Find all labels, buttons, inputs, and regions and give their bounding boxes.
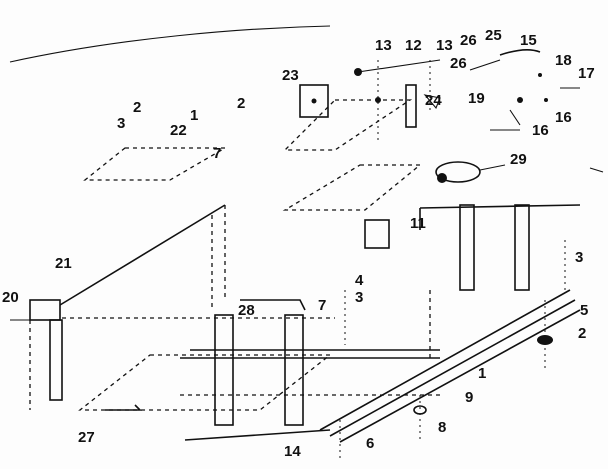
label: 16 <box>555 109 572 126</box>
sheet-edge-right <box>589 167 604 173</box>
label: 25 <box>485 27 502 44</box>
clip-28 <box>240 299 306 311</box>
label: 3 <box>117 115 125 132</box>
upper-panel-right <box>283 99 413 151</box>
label: 26 <box>450 55 467 72</box>
label: 14 <box>284 443 301 460</box>
label: 19 <box>468 90 485 107</box>
label: 2 <box>133 99 141 116</box>
arrow-part <box>105 404 142 411</box>
label: 28 <box>238 302 255 319</box>
fasteners <box>339 240 566 460</box>
label: 6 <box>366 435 374 452</box>
label: 11 <box>410 215 426 232</box>
label: 22 <box>170 122 187 139</box>
sheet-edge <box>9 25 331 63</box>
label: 1 <box>190 107 198 124</box>
label: 12 <box>405 37 422 54</box>
upright-posts <box>214 204 581 426</box>
label: 13 <box>436 37 453 54</box>
label: 7 <box>318 297 326 314</box>
label: 1 <box>478 365 486 382</box>
label: 9 <box>465 389 473 406</box>
label: 3 <box>575 249 583 266</box>
label: 29 <box>510 151 527 168</box>
label: 23 <box>282 67 299 84</box>
label: 24 <box>425 92 442 109</box>
label: 17 <box>578 65 595 82</box>
label: 13 <box>375 37 392 54</box>
floor-panel <box>78 354 332 411</box>
upper-panel-left <box>83 147 228 181</box>
label: 16 <box>532 122 549 139</box>
label: 2 <box>578 325 586 342</box>
part-labels: 13 12 13 26 25 15 23 24 26 19 18 17 16 1… <box>2 27 595 460</box>
label: 7 <box>213 145 221 162</box>
label: 3 <box>355 289 363 306</box>
rails <box>180 289 581 443</box>
mid-panel <box>282 164 422 211</box>
clip-part <box>364 219 390 249</box>
label: 27 <box>78 429 95 446</box>
label: 18 <box>555 52 572 69</box>
label: 2 <box>237 95 245 112</box>
label: 8 <box>438 419 446 436</box>
label: 4 <box>355 272 364 289</box>
label: 15 <box>520 32 537 49</box>
left-bracket <box>10 299 63 410</box>
label: 20 <box>2 289 19 306</box>
hardware-group-top <box>299 49 580 140</box>
fitting-part <box>435 161 506 183</box>
main-panel <box>59 204 226 318</box>
label: 26 <box>460 32 477 49</box>
label: 5 <box>580 302 588 319</box>
label: 21 <box>55 255 72 272</box>
